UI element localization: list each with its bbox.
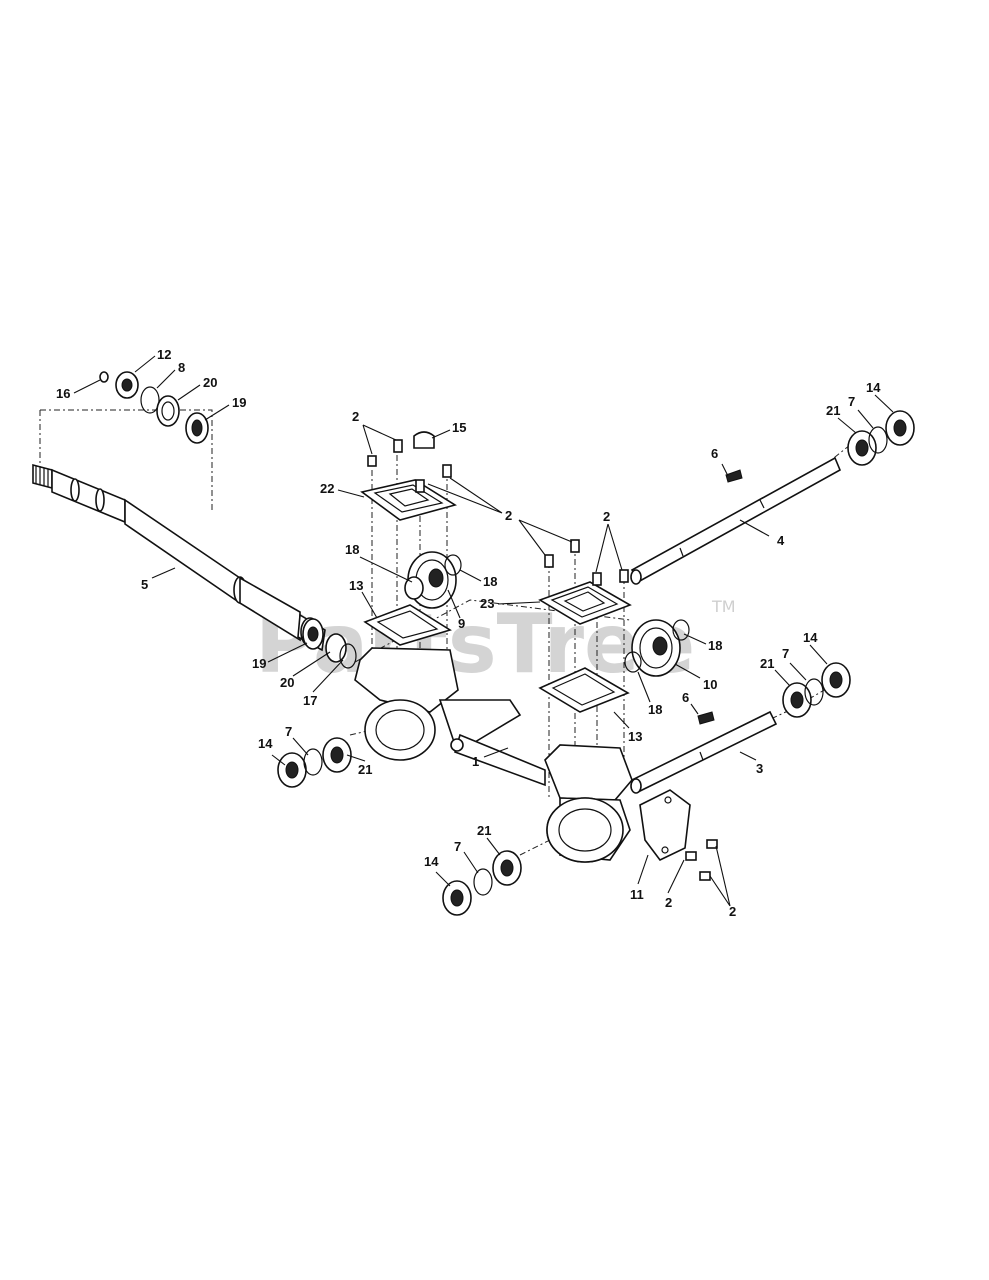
callout-16: 16	[56, 386, 70, 401]
callout-7: 7	[285, 724, 292, 739]
callout-19: 19	[232, 395, 246, 410]
callout-labels: 16 12 8 20 19 2 15 22 2 2 6 4 21 7 14 18…	[56, 347, 881, 919]
callout-2: 2	[665, 895, 672, 910]
callout-14: 14	[424, 854, 439, 869]
side-cover	[639, 789, 691, 862]
callout-18: 18	[708, 638, 722, 653]
callout-18: 18	[345, 542, 359, 557]
leader-lines	[73, 355, 894, 907]
callout-12: 12	[157, 347, 171, 362]
callout-5: 5	[141, 577, 148, 592]
callout-20: 20	[203, 375, 217, 390]
upper-right-bearing-stack	[847, 410, 915, 466]
lower-right-bearing-stack	[782, 662, 851, 718]
upper-right-shaft	[630, 456, 842, 585]
callout-15: 15	[452, 420, 466, 435]
callout-22: 22	[320, 481, 334, 496]
callout-14: 14	[866, 380, 881, 395]
callout-3: 3	[756, 761, 763, 776]
lower-right-shaft	[630, 710, 778, 794]
callout-21: 21	[477, 823, 491, 838]
callout-6: 6	[711, 446, 718, 461]
cover-plate-right	[538, 581, 632, 713]
callout-2: 2	[729, 904, 736, 919]
callout-8: 8	[178, 360, 185, 375]
lower-left-bearing-stack	[277, 737, 352, 788]
callout-10: 10	[703, 677, 717, 692]
callout-18: 18	[483, 574, 497, 589]
callout-21: 21	[826, 403, 840, 418]
callout-2: 2	[505, 508, 512, 523]
axle-housing	[354, 647, 633, 863]
callout-14: 14	[258, 736, 273, 751]
callout-13: 13	[349, 578, 363, 593]
gear-left	[404, 551, 462, 609]
callout-17: 17	[303, 693, 317, 708]
callout-13: 13	[628, 729, 642, 744]
callout-11: 11	[630, 887, 644, 902]
bolts	[367, 431, 718, 881]
upper-left-bearing-stack	[99, 371, 209, 444]
callout-6: 6	[682, 690, 689, 705]
cover-plate-left	[360, 479, 457, 646]
callout-7: 7	[848, 394, 855, 409]
callout-4: 4	[777, 533, 785, 548]
callout-7: 7	[454, 839, 461, 854]
callout-18: 18	[648, 702, 662, 717]
callout-2: 2	[352, 409, 359, 424]
callout-20: 20	[280, 675, 294, 690]
callout-21: 21	[760, 656, 774, 671]
callout-21: 21	[358, 762, 372, 777]
callout-23: 23	[480, 596, 494, 611]
callout-19: 19	[252, 656, 266, 671]
main-shaft	[32, 463, 326, 652]
callout-7: 7	[782, 646, 789, 661]
callout-2: 2	[603, 509, 610, 524]
callout-9: 9	[458, 616, 465, 631]
callout-14: 14	[803, 630, 818, 645]
bottom-bearing-stack	[442, 850, 522, 916]
callout-1: 1	[472, 754, 479, 769]
trademark-mark: TM	[711, 597, 736, 616]
middle-left-bearing-stack	[302, 618, 357, 669]
gear-right	[624, 619, 690, 677]
